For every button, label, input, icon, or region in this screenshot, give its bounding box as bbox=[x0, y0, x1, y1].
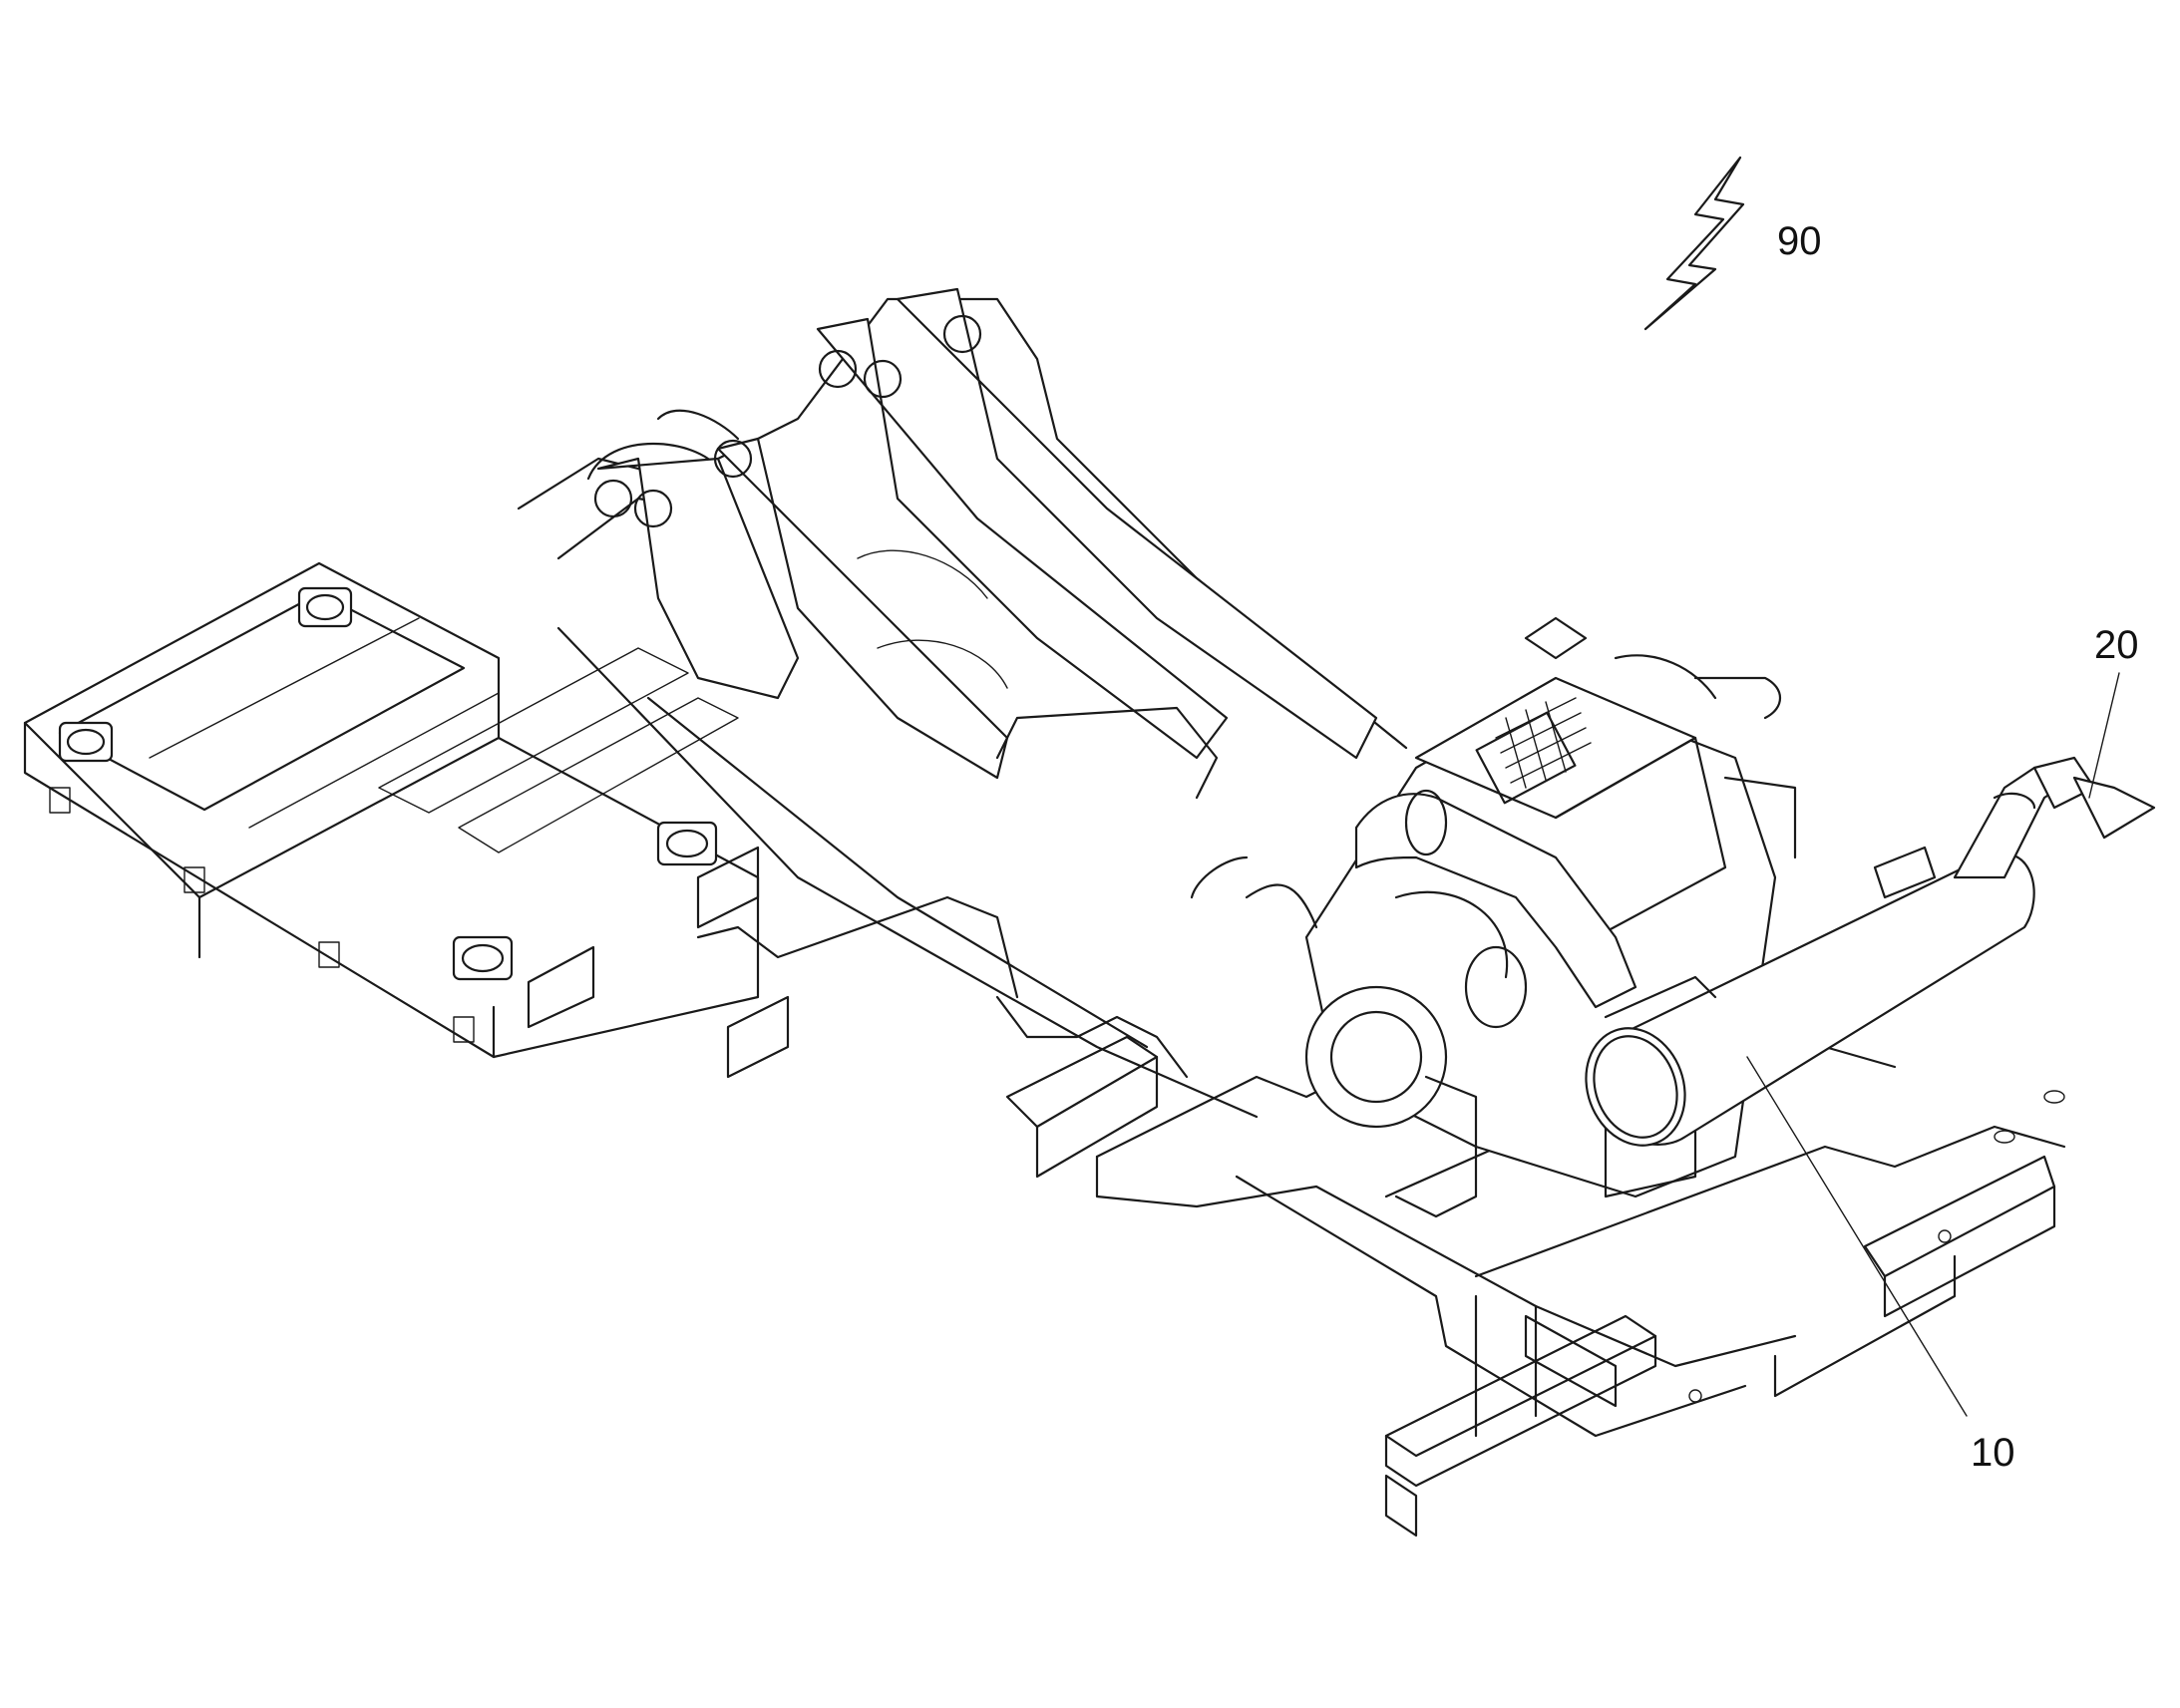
reference-label-20: 20 bbox=[2094, 623, 2139, 667]
leader-line-10 bbox=[1746, 1056, 1968, 1417]
exhaust-stack bbox=[1953, 756, 2156, 879]
lightning-bolt-icon bbox=[1643, 156, 1745, 331]
engine bbox=[1190, 616, 1797, 1218]
reference-label-10: 10 bbox=[1971, 1431, 2015, 1475]
main-frame bbox=[517, 287, 1408, 1179]
rear-frame bbox=[23, 561, 760, 1059]
intake-pipe bbox=[1354, 789, 1637, 1009]
leader-line-20 bbox=[2088, 672, 2120, 799]
reference-label-90: 90 bbox=[1777, 219, 1822, 263]
